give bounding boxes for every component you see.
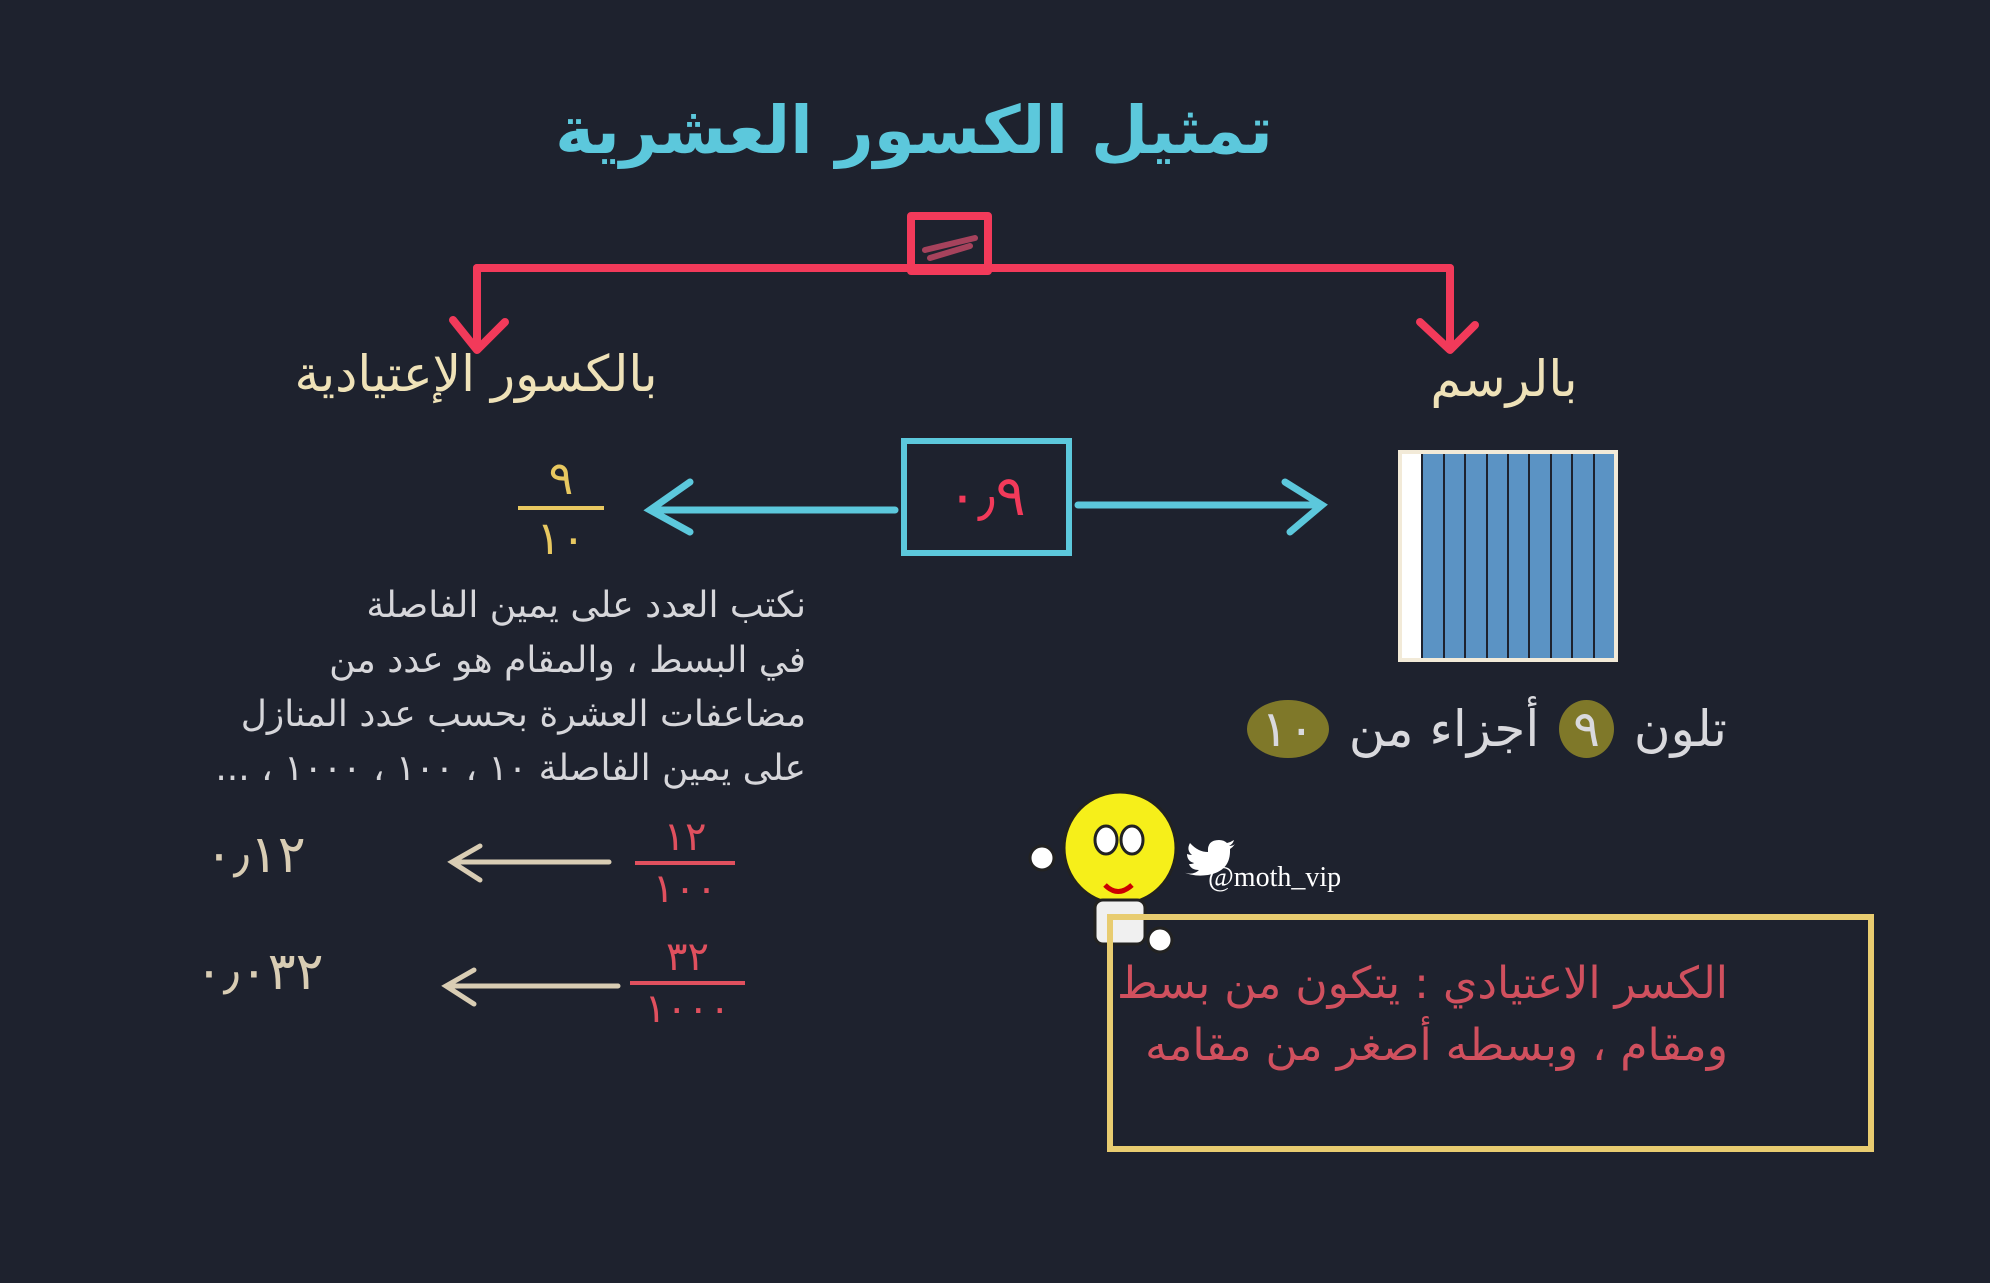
example-decimal: ٠٫١٢ <box>205 825 306 885</box>
fraction-bar <box>630 981 745 985</box>
grid-cell-colored <box>1421 454 1443 658</box>
caption-text: تلون <box>1633 700 1727 758</box>
grid-cell-uncolored <box>1402 454 1422 658</box>
heading-drawing-method: بالرسم <box>1430 350 1578 408</box>
grid-cell-colored <box>1592 454 1615 658</box>
numerator: ١٢ <box>663 814 707 860</box>
denominator: ١٠ <box>536 511 586 565</box>
grid-cell-colored <box>1571 454 1593 658</box>
fraction-bar <box>518 506 604 510</box>
tenths-grid <box>1398 450 1618 662</box>
common-fraction: ٩ ١٠ <box>518 452 604 564</box>
denominator: ١٠٠٠ <box>644 986 731 1032</box>
numerator: ٣٢ <box>666 934 709 980</box>
example-fraction: ١٢ ١٠٠ <box>635 815 735 911</box>
heading-fraction-method: بالكسور الإعتيادية <box>294 345 658 403</box>
total-count: ١٠ <box>1247 700 1329 758</box>
caption-text: أجزاء من <box>1348 700 1540 758</box>
grid-caption: تلون ٩ أجزاء من ١٠ <box>1230 700 1740 758</box>
grid-cell-colored <box>1485 454 1508 658</box>
example-decimal: ٠٫٠٣٢ <box>195 942 324 1002</box>
fraction-bar <box>635 861 735 865</box>
example-fraction: ٣٢ ١٠٠٠ <box>630 935 745 1031</box>
grid-cell-colored <box>1442 454 1465 658</box>
page-title: تمثيل الكسور العشرية <box>555 92 1273 169</box>
explanation-line: على يمين الفاصلة ١٠ ، ١٠٠ ، ١٠٠٠ ، ... <box>215 748 806 789</box>
grid-cell-colored <box>1528 454 1550 658</box>
denominator: ١٠٠ <box>652 866 718 912</box>
decimal-value: ٠٫٩ <box>947 464 1026 529</box>
explanation-line: مضاعفات العشرة بحسب عدد المنازل <box>240 694 806 735</box>
numerator: ٩ <box>548 451 574 505</box>
note-line: الكسر الاعتيادي : يتكون من بسط <box>1117 958 1728 1009</box>
grid-cell-colored <box>1464 454 1486 658</box>
twitter-handle: @moth_vip <box>1208 862 1342 893</box>
explanation-line: في البسط ، والمقام هو عدد من <box>329 640 806 681</box>
grid-cell-colored <box>1507 454 1529 658</box>
grid-cell-colored <box>1549 454 1572 658</box>
note-line: ومقام ، وبسطه أصغر من مقامه <box>1145 1020 1728 1071</box>
center-decimal-box: ٠٫٩ <box>901 438 1072 556</box>
note-box: الكسر الاعتيادي : يتكون من بسط ومقام ، و… <box>1107 914 1874 1152</box>
explanation-line: نكتب العدد على يمين الفاصلة <box>366 585 806 626</box>
colored-count: ٩ <box>1559 700 1614 758</box>
